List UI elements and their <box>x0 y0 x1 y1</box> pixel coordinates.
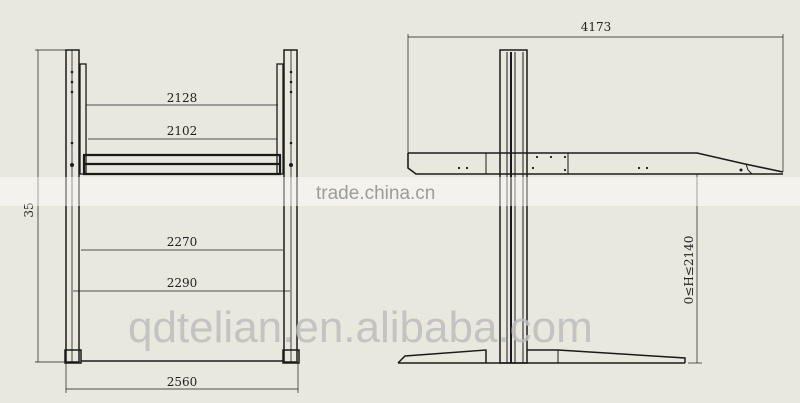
side-view <box>397 34 784 364</box>
right-outer-post <box>283 49 298 363</box>
post-holes <box>70 70 293 167</box>
dim-height: 35 <box>22 202 36 217</box>
dimension-lines <box>35 49 299 393</box>
dim-2560: 2560 <box>167 375 198 389</box>
dim-4173: 4173 <box>581 20 612 34</box>
column <box>499 49 528 364</box>
left-outer-post <box>65 49 80 363</box>
watermark-trade-china: trade.china.cn <box>316 183 435 204</box>
dim-2270: 2270 <box>167 235 198 249</box>
upper-platform <box>82 153 282 176</box>
dim-2128: 2128 <box>167 91 198 105</box>
watermark-band <box>0 177 800 206</box>
side-dimension-lines <box>407 34 784 364</box>
watermark-alibaba: qdtelian.en.alibaba.com <box>128 303 593 352</box>
front-view <box>35 49 300 393</box>
base-ramps <box>397 349 686 364</box>
base-feet <box>64 349 300 364</box>
dim-2102: 2102 <box>167 124 198 138</box>
dim-2290: 2290 <box>167 276 198 290</box>
platform-holes <box>457 155 743 172</box>
side-platform <box>407 152 784 175</box>
dim-lift-height: 0≤H≤2140 <box>682 236 696 305</box>
